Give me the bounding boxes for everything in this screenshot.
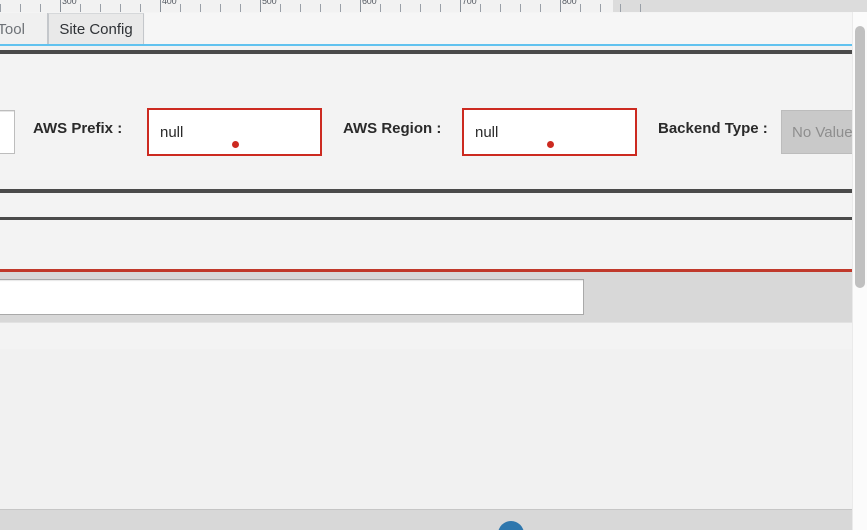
ruler-tick-major (160, 0, 161, 12)
ruler-tick-minor (320, 4, 321, 12)
vertical-scrollbar-thumb[interactable] (855, 26, 865, 288)
backend-type-label: Backend Type : (658, 120, 768, 137)
ruler-tick-minor (580, 4, 581, 12)
ruler-tick-minor (200, 4, 201, 12)
tab-deploy-tool[interactable]: y Tool (0, 13, 48, 45)
input-band (0, 272, 853, 322)
ruler-tick-major (460, 0, 461, 12)
aws-prefix-label: AWS Prefix : (33, 120, 123, 137)
ruler-tick-minor (0, 4, 1, 12)
ruler-tick-minor (440, 4, 441, 12)
lower-panel (0, 322, 853, 350)
ruler-tick-minor (520, 4, 521, 12)
section-separator-top (0, 50, 853, 54)
ruler-tick-minor (220, 4, 221, 12)
ruler-tick-major (560, 0, 561, 12)
ruler-tick-minor (140, 4, 141, 12)
ruler-tick-minor (380, 4, 381, 12)
ruler-tick-minor (40, 4, 41, 12)
ruler-tick-minor (620, 4, 621, 12)
ruler-tick-minor (340, 4, 341, 12)
ruler-tick-major (360, 0, 361, 12)
site-config-form: AWS Prefix : null AWS Region : null Back… (0, 55, 867, 189)
ruler-label: 600 (362, 0, 377, 6)
aws-prefix-value: null (160, 123, 184, 141)
empty-band-b (0, 220, 853, 269)
aws-region-required-marker (547, 141, 554, 148)
ruler-tick-minor (100, 4, 101, 12)
aws-prefix-input[interactable]: null (147, 108, 322, 156)
tab-strip: y Tool Site Config (0, 12, 867, 45)
bottom-bar (0, 509, 853, 530)
ruler-tick-minor (480, 4, 481, 12)
aws-region-label: AWS Region : (343, 120, 442, 137)
section-separator-middle (0, 189, 853, 193)
ruler-label: 800 (562, 0, 577, 6)
tab-site-config[interactable]: Site Config (48, 13, 144, 45)
tab-label: y Tool (0, 20, 25, 38)
ruler-tick-minor (640, 4, 641, 12)
ruler-tick-minor (540, 4, 541, 12)
ruler-tick-minor (280, 4, 281, 12)
ruler-tick-minor (120, 4, 121, 12)
form-row-aws: AWS Prefix : null AWS Region : null Back… (0, 108, 867, 160)
tab-strip-filler (145, 13, 867, 45)
tab-label: Site Config (59, 21, 133, 38)
ruler-inactive-region (613, 0, 867, 12)
content-area (0, 349, 853, 509)
text-input[interactable] (0, 279, 584, 315)
ruler-tick-minor (240, 4, 241, 12)
ruler-tick-minor (420, 4, 421, 12)
ruler-tick-minor (180, 4, 181, 12)
ruler-tick-minor (20, 4, 21, 12)
info-circle-icon[interactable] (498, 521, 524, 530)
ruler-label: 400 (162, 0, 177, 6)
ruler-tick-major (260, 0, 261, 12)
aws-region-value: null (475, 123, 499, 141)
aws-region-input[interactable]: null (462, 108, 637, 156)
ruler-tick-minor (80, 4, 81, 12)
ruler-tick-minor (400, 4, 401, 12)
backend-type-value: No Value (792, 123, 853, 141)
empty-band-a (0, 193, 853, 217)
ruler-label: 500 (262, 0, 277, 6)
tab-active-underline (0, 44, 853, 46)
leading-cut-input[interactable] (0, 110, 15, 154)
ruler-label: 700 (462, 0, 477, 6)
vertical-scrollbar-track[interactable] (852, 12, 867, 530)
ruler-tick-minor (600, 4, 601, 12)
aws-prefix-required-marker (232, 141, 239, 148)
ruler-label: 300 (62, 0, 77, 6)
ruler-tick-major (60, 0, 61, 12)
ruler-tick-minor (500, 4, 501, 12)
section-separator-lower (0, 217, 853, 220)
error-divider (0, 269, 853, 272)
ruler-tick-minor (300, 4, 301, 12)
